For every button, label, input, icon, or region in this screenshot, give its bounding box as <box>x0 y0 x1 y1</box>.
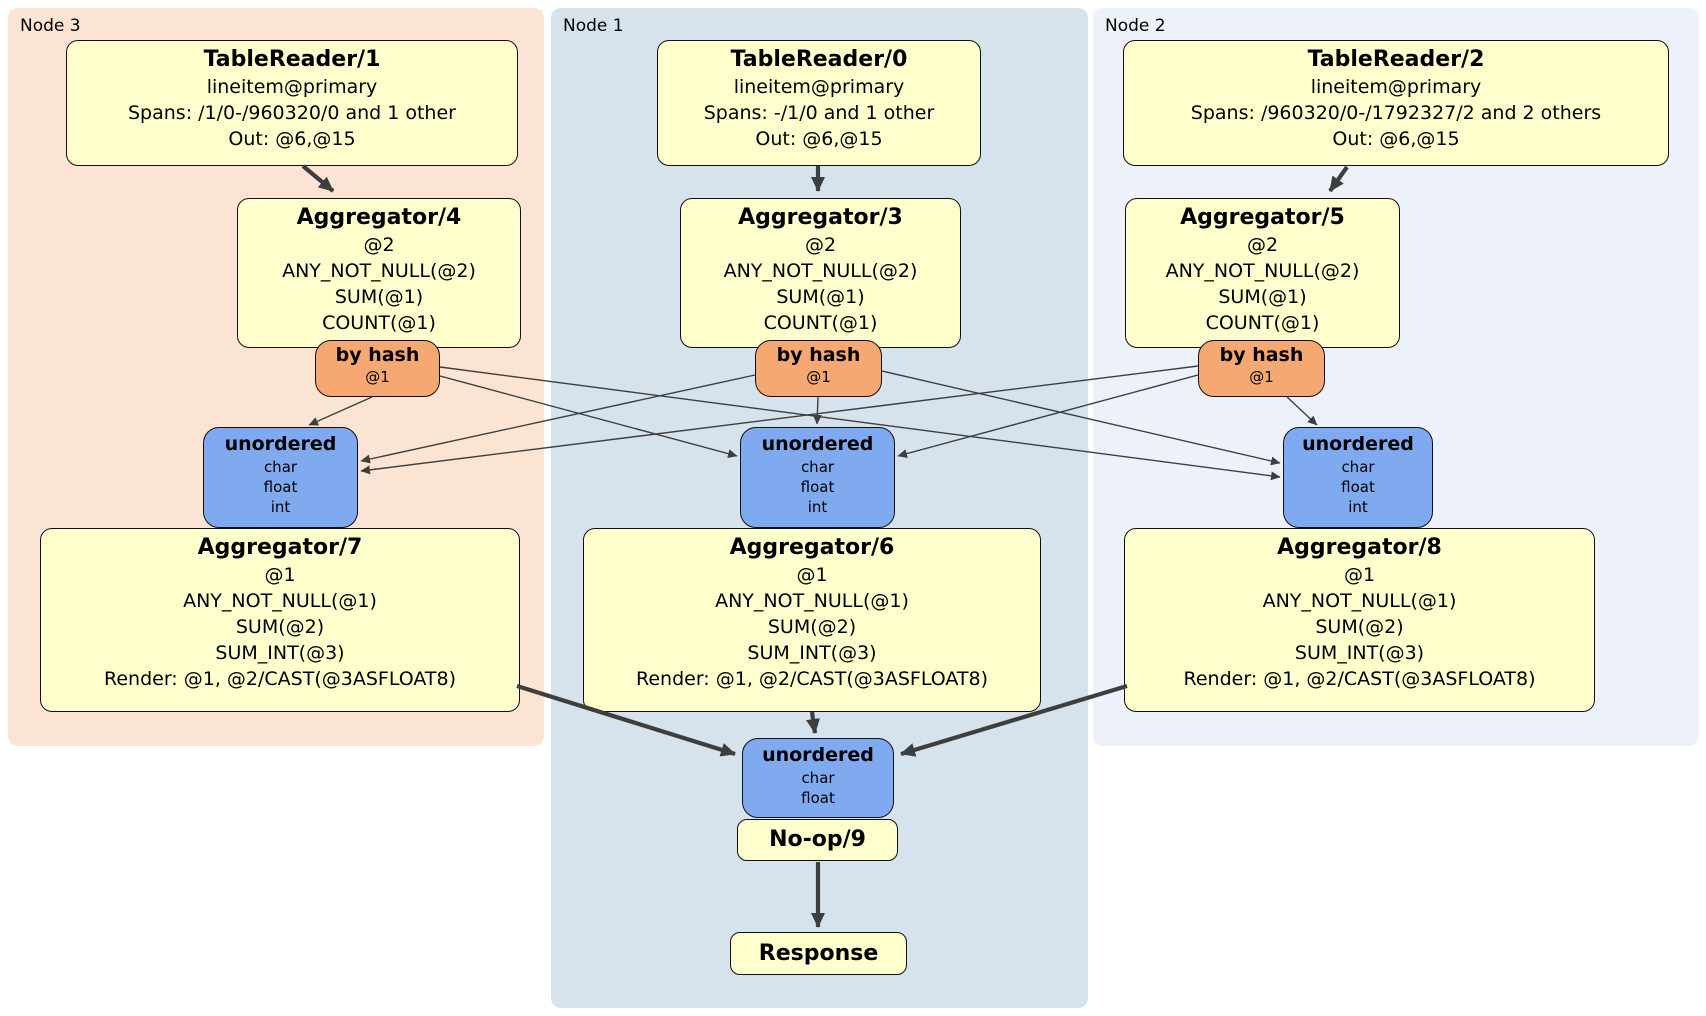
aggregator-6-line: @1 <box>796 564 828 586</box>
node3-label: Node 3 <box>20 16 81 36</box>
final-unordered-sync-title: unordered <box>762 744 874 766</box>
node2-unordered-sync: unordered char float int <box>1283 427 1433 528</box>
node2-sync-column: int <box>1348 498 1368 516</box>
tablereader-2-line: Spans: /960320/0-/1792327/2 and 2 others <box>1190 102 1602 124</box>
aggregator-6-title: Aggregator/6 <box>729 535 895 560</box>
node1-sync-column: float <box>800 478 835 496</box>
aggregator-3-line: @2 <box>804 234 837 256</box>
node3-hash-router-detail: @1 <box>365 368 390 386</box>
aggregator-3-line: ANY_NOT_NULL(@2) <box>723 260 918 282</box>
tablereader-2-box: TableReader/2 lineitem@primary Spans: /9… <box>1123 40 1669 166</box>
node3-hash-router: by hash @1 <box>315 340 440 397</box>
tablereader-1-title: TableReader/1 <box>203 47 381 72</box>
aggregator-6-line: SUM(@2) <box>767 616 857 638</box>
aggregator-5-box: Aggregator/5 @2 ANY_NOT_NULL(@2) SUM(@1)… <box>1125 198 1400 348</box>
node2-hash-router-title: by hash <box>1219 344 1304 366</box>
aggregator-7-line: @1 <box>264 564 296 586</box>
node1-hash-router: by hash @1 <box>755 340 882 397</box>
aggregator-5-line: COUNT(@1) <box>1205 312 1320 334</box>
noop-9-box: No-op/9 <box>737 819 898 861</box>
aggregator-3-line: COUNT(@1) <box>763 312 878 334</box>
aggregator-8-line: SUM_INT(@3) <box>1294 642 1425 664</box>
aggregator-6-line: ANY_NOT_NULL(@1) <box>715 590 909 612</box>
aggregator-7-line: SUM_INT(@3) <box>215 642 345 664</box>
tablereader-0-line: lineitem@primary <box>733 76 905 98</box>
aggregator-7-box: Aggregator/7 @1 ANY_NOT_NULL(@1) SUM(@2)… <box>40 528 520 712</box>
node3-hash-router-title: by hash <box>335 344 420 366</box>
noop-9-title: No-op/9 <box>769 827 866 852</box>
aggregator-5-title: Aggregator/5 <box>1180 205 1345 230</box>
tablereader-1-line: Spans: /1/0-/960320/0 and 1 other <box>128 102 456 124</box>
aggregator-4-line: @2 <box>363 234 395 256</box>
aggregator-7-line: Render: @1, @2/CAST(@3ASFLOAT8) <box>104 668 456 690</box>
node1-label: Node 1 <box>563 16 624 36</box>
node2-sync-column: float <box>1341 478 1375 496</box>
aggregator-6-line: SUM_INT(@3) <box>747 642 877 664</box>
aggregator-4-line: SUM(@1) <box>334 286 424 308</box>
aggregator-6-line: Render: @1, @2/CAST(@3ASFLOAT8) <box>636 668 988 690</box>
aggregator-8-line: @1 <box>1343 564 1376 586</box>
final-sync-column: float <box>801 789 835 807</box>
aggregator-4-line: COUNT(@1) <box>322 312 436 334</box>
final-unordered-sync: unordered char float <box>742 738 894 818</box>
aggregator-3-line: SUM(@1) <box>776 286 865 308</box>
node2-hash-router: by hash @1 <box>1198 340 1325 397</box>
aggregator-8-title: Aggregator/8 <box>1277 535 1442 560</box>
node1-unordered-sync: unordered char float int <box>740 427 895 528</box>
node2-sync-column: char <box>1341 458 1375 476</box>
node2-unordered-sync-title: unordered <box>1302 433 1414 455</box>
node3-sync-column: int <box>270 498 291 516</box>
aggregator-7-line: ANY_NOT_NULL(@1) <box>183 590 377 612</box>
aggregator-8-line: SUM(@2) <box>1315 616 1404 638</box>
node1-hash-router-title: by hash <box>776 344 861 366</box>
node3-unordered-sync: unordered char float int <box>203 427 358 528</box>
aggregator-8-box: Aggregator/8 @1 ANY_NOT_NULL(@1) SUM(@2)… <box>1124 528 1595 712</box>
tablereader-1-line: Out: @6,@15 <box>228 128 356 150</box>
aggregator-6-box: Aggregator/6 @1 ANY_NOT_NULL(@1) SUM(@2)… <box>583 528 1041 712</box>
aggregator-3-box: Aggregator/3 @2 ANY_NOT_NULL(@2) SUM(@1)… <box>680 198 961 348</box>
node2-label: Node 2 <box>1105 16 1166 36</box>
aggregator-8-line: ANY_NOT_NULL(@1) <box>1262 590 1457 612</box>
node1-sync-column: int <box>807 498 828 516</box>
tablereader-2-line: Out: @6,@15 <box>1332 128 1460 150</box>
aggregator-7-line: SUM(@2) <box>235 616 325 638</box>
tablereader-1-box: TableReader/1 lineitem@primary Spans: /1… <box>66 40 518 166</box>
node3-unordered-sync-title: unordered <box>224 433 337 455</box>
final-sync-column: char <box>801 769 835 787</box>
aggregator-4-box: Aggregator/4 @2 ANY_NOT_NULL(@2) SUM(@1)… <box>237 198 521 348</box>
aggregator-7-title: Aggregator/7 <box>197 535 363 560</box>
response-box: Response <box>730 932 907 975</box>
tablereader-1-line: lineitem@primary <box>206 76 378 98</box>
node2-hash-router-detail: @1 <box>1249 368 1274 386</box>
tablereader-0-title: TableReader/0 <box>730 47 908 72</box>
node3-sync-column: float <box>263 478 298 496</box>
aggregator-3-title: Aggregator/3 <box>738 205 903 230</box>
tablereader-0-box: TableReader/0 lineitem@primary Spans: -/… <box>657 40 981 166</box>
aggregator-4-line: ANY_NOT_NULL(@2) <box>282 260 476 282</box>
tablereader-2-line: lineitem@primary <box>1310 76 1482 98</box>
aggregator-5-line: @2 <box>1246 234 1279 256</box>
node1-unordered-sync-title: unordered <box>761 433 874 455</box>
aggregator-5-line: ANY_NOT_NULL(@2) <box>1165 260 1360 282</box>
tablereader-0-line: Spans: -/1/0 and 1 other <box>703 102 935 124</box>
tablereader-2-title: TableReader/2 <box>1307 47 1485 72</box>
aggregator-4-title: Aggregator/4 <box>296 205 462 230</box>
response-title: Response <box>758 940 879 966</box>
node1-sync-column: char <box>800 458 835 476</box>
aggregator-5-line: SUM(@1) <box>1218 286 1307 308</box>
node1-hash-router-detail: @1 <box>806 368 831 386</box>
tablereader-0-line: Out: @6,@15 <box>755 128 883 150</box>
node3-sync-column: char <box>263 458 298 476</box>
aggregator-8-line: Render: @1, @2/CAST(@3ASFLOAT8) <box>1183 668 1536 690</box>
